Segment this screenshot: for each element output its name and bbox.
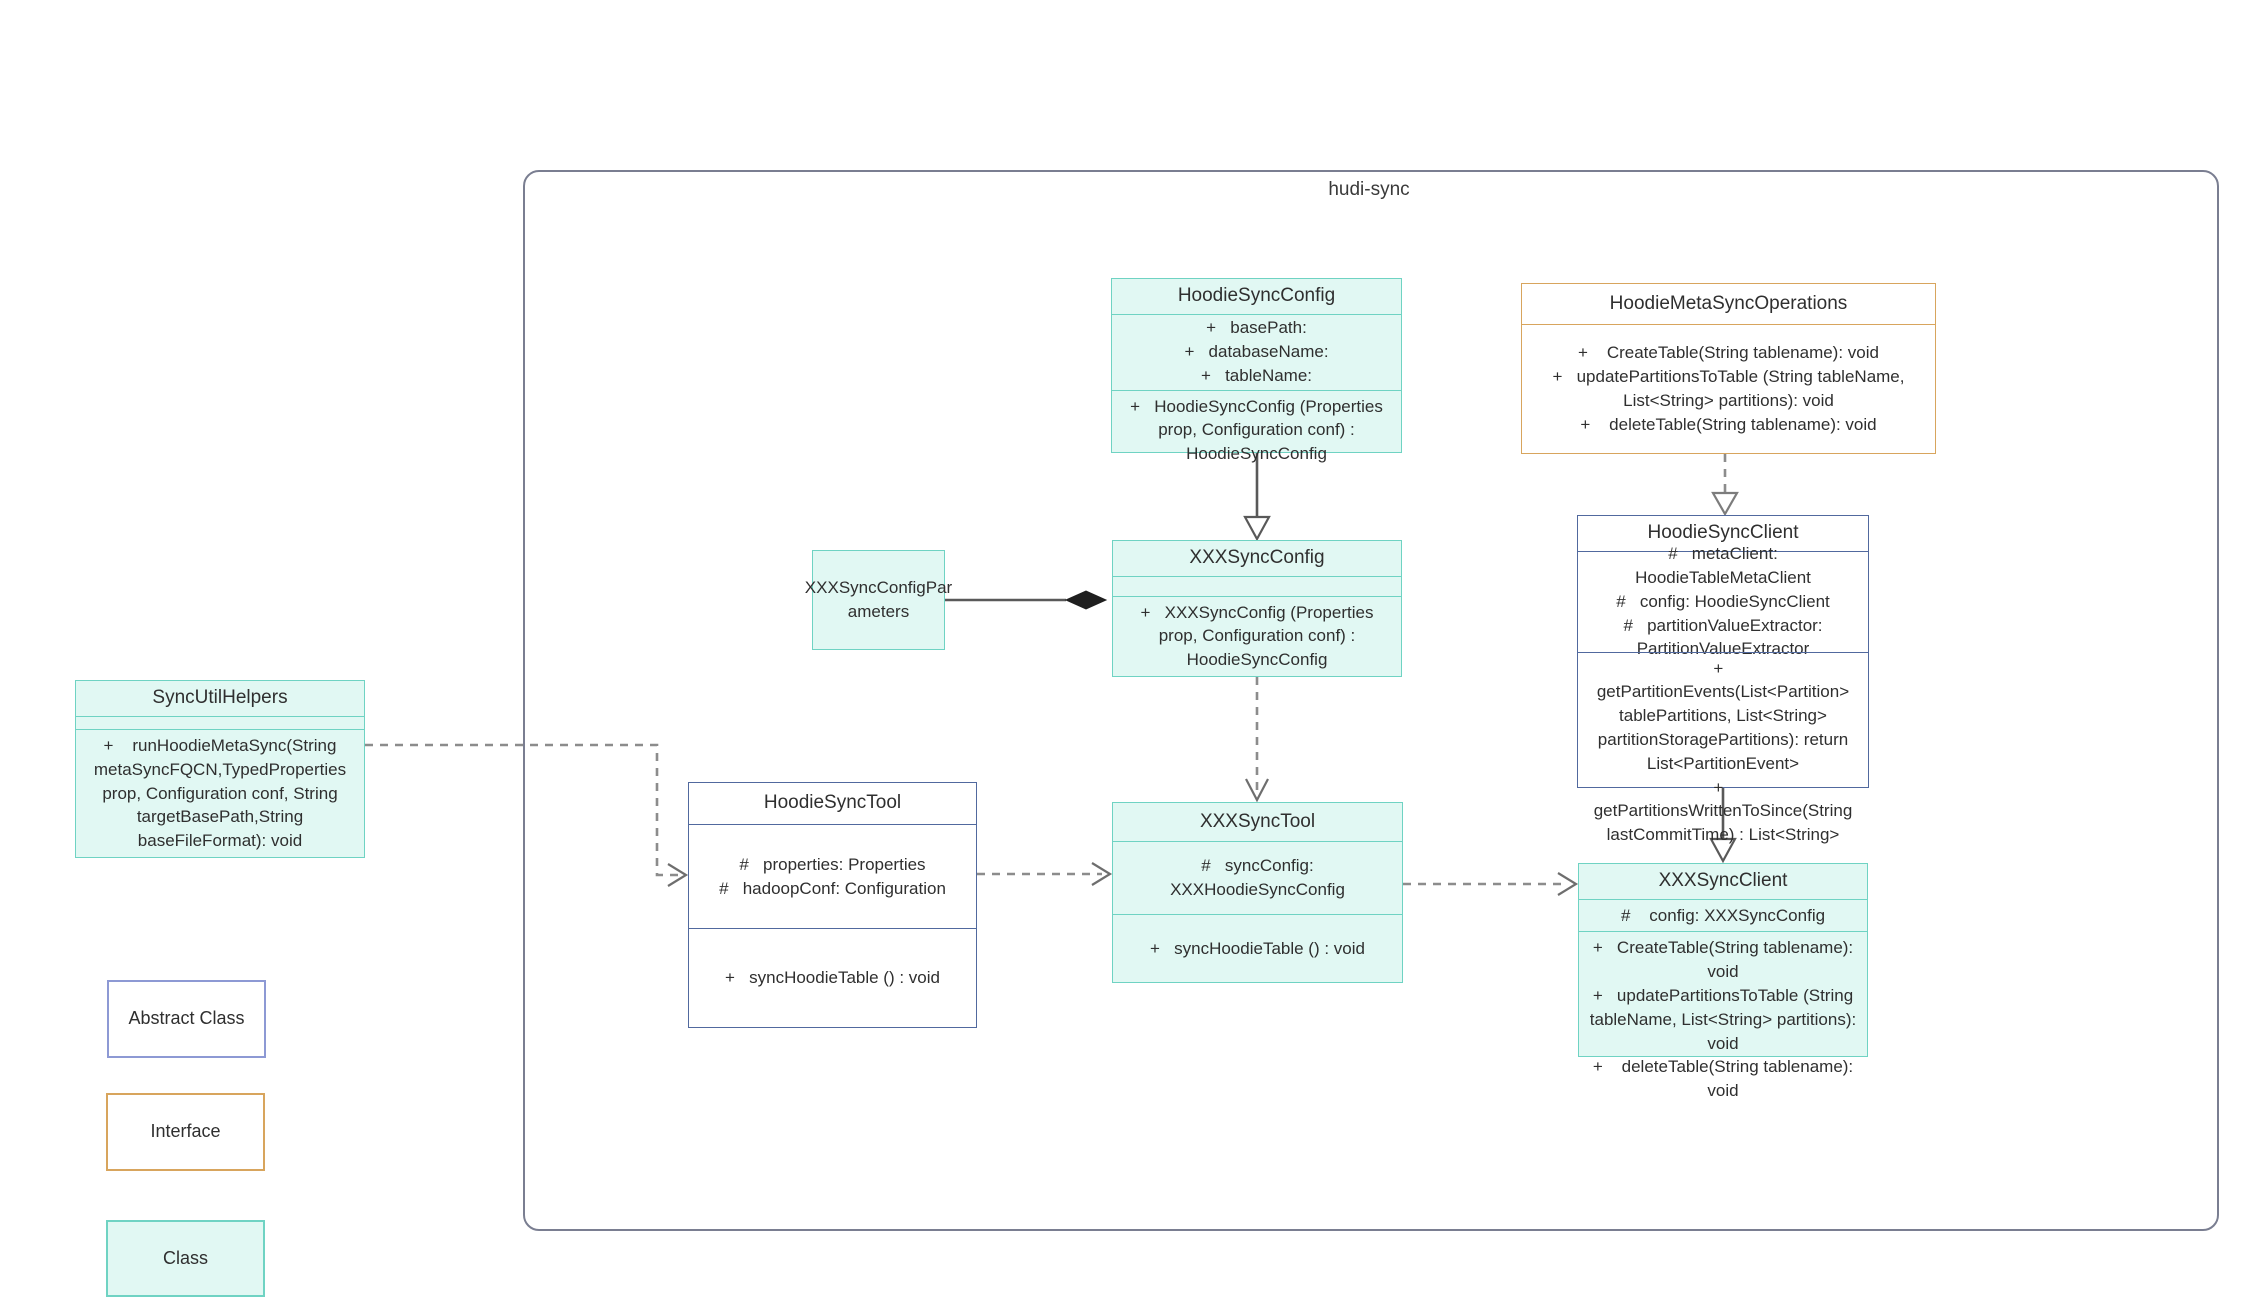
- class-hoodie-sync-config: HoodieSyncConfig + basePath: + databaseN…: [1111, 278, 1402, 463]
- class-attributes: [1113, 575, 1401, 596]
- class-methods: + runHoodieMetaSync(String metaSyncFQCN,…: [76, 729, 364, 857]
- class-title: SyncUtilHelpers: [152, 687, 288, 708]
- legend-class: Class: [106, 1220, 265, 1297]
- class-title: HoodieSyncConfig: [1177, 285, 1336, 306]
- class-xxx-sync-config: XXXSyncConfig + XXXSyncConfig (Propertie…: [1112, 540, 1402, 677]
- interface-title: HoodieMetaSyncOperations: [1609, 292, 1848, 314]
- class-attributes: # config: XXXSyncConfig: [1579, 898, 1867, 932]
- class-attributes: # properties: Properties # hadoopConf: C…: [689, 824, 976, 928]
- legend-interface: Interface: [106, 1093, 265, 1171]
- class-attributes: + basePath: + databaseName: + tableName:: [1112, 313, 1401, 390]
- class-xxx-sync-config-parameters: XXXSyncConfigPar ameters: [804, 550, 953, 650]
- class-title: XXXSyncClient: [1658, 870, 1788, 891]
- frame-title: hudi-sync: [1328, 179, 1410, 200]
- class-methods: + CreateTable(String tablename): void + …: [1579, 931, 1867, 1107]
- abstract-class-hoodie-sync-client: HoodieSyncClient # metaClient: HoodieTab…: [1577, 515, 1869, 844]
- abstract-class-hoodie-sync-tool: HoodieSyncTool # properties: Properties …: [688, 782, 977, 1028]
- class-title: XXXSyncTool: [1199, 810, 1316, 832]
- legend-abstract-class: Abstract Class: [107, 980, 266, 1058]
- interface-hoodie-meta-sync-operations: HoodieMetaSyncOperations + CreateTable(S…: [1521, 283, 1936, 454]
- class-sync-util-helpers: SyncUtilHelpers + runHoodieMetaSync(Stri…: [75, 680, 365, 858]
- class-attributes: [76, 715, 364, 729]
- class-methods: + HoodieSyncConfig (Properties prop, Con…: [1112, 389, 1401, 470]
- legend-label: Interface: [150, 1121, 221, 1142]
- class-attributes: # syncConfig: XXXHoodieSyncConfig: [1113, 841, 1402, 914]
- class-methods: + syncHoodieTable () : void: [689, 928, 976, 1027]
- legend-label: Class: [162, 1247, 208, 1268]
- class-title: XXXSyncConfigPar ameters: [804, 578, 953, 621]
- class-methods: + syncHoodieTable () : void: [1113, 914, 1402, 982]
- interface-methods: + CreateTable(String tablename): void + …: [1522, 324, 1935, 453]
- class-xxx-sync-tool: XXXSyncTool # syncConfig: XXXHoodieSyncC…: [1112, 802, 1403, 983]
- class-xxx-sync-client: XXXSyncClient # config: XXXSyncConfig + …: [1578, 863, 1868, 1100]
- class-title: XXXSyncConfig: [1189, 547, 1325, 568]
- class-attributes: # metaClient: HoodieTableMetaClient # co…: [1578, 544, 1868, 658]
- hudi-sync-frame: [523, 170, 2219, 1231]
- class-methods: + XXXSyncConfig (Properties prop, Config…: [1113, 595, 1401, 676]
- class-methods: + getPartitionEvents(List<Partition> tab…: [1578, 651, 1868, 851]
- class-title: HoodieSyncTool: [763, 792, 902, 814]
- class-title: HoodieSyncClient: [1647, 522, 1799, 543]
- legend-label: Abstract Class: [128, 1008, 245, 1029]
